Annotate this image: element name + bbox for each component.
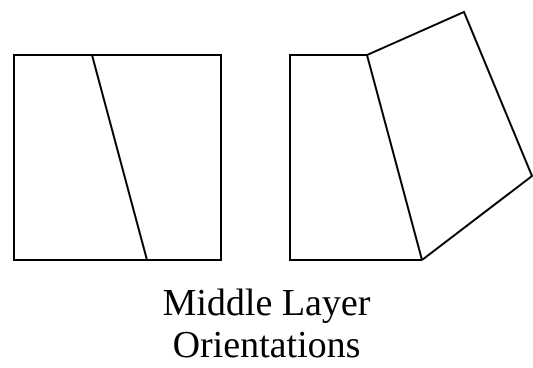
- right-slanted-divider: [366, 54, 423, 261]
- caption-line-1: Middle Layer: [162, 282, 371, 324]
- left-square: [13, 54, 222, 261]
- caption-line-2: Orientations: [172, 324, 361, 366]
- left-orientation: [13, 54, 222, 261]
- diagram-caption: Middle Layer Orientations: [0, 282, 533, 366]
- right-orientation: [289, 10, 533, 261]
- right-rotated-section: [366, 10, 533, 261]
- left-slanted-divider: [91, 54, 148, 261]
- right-fixed-section: [289, 54, 422, 261]
